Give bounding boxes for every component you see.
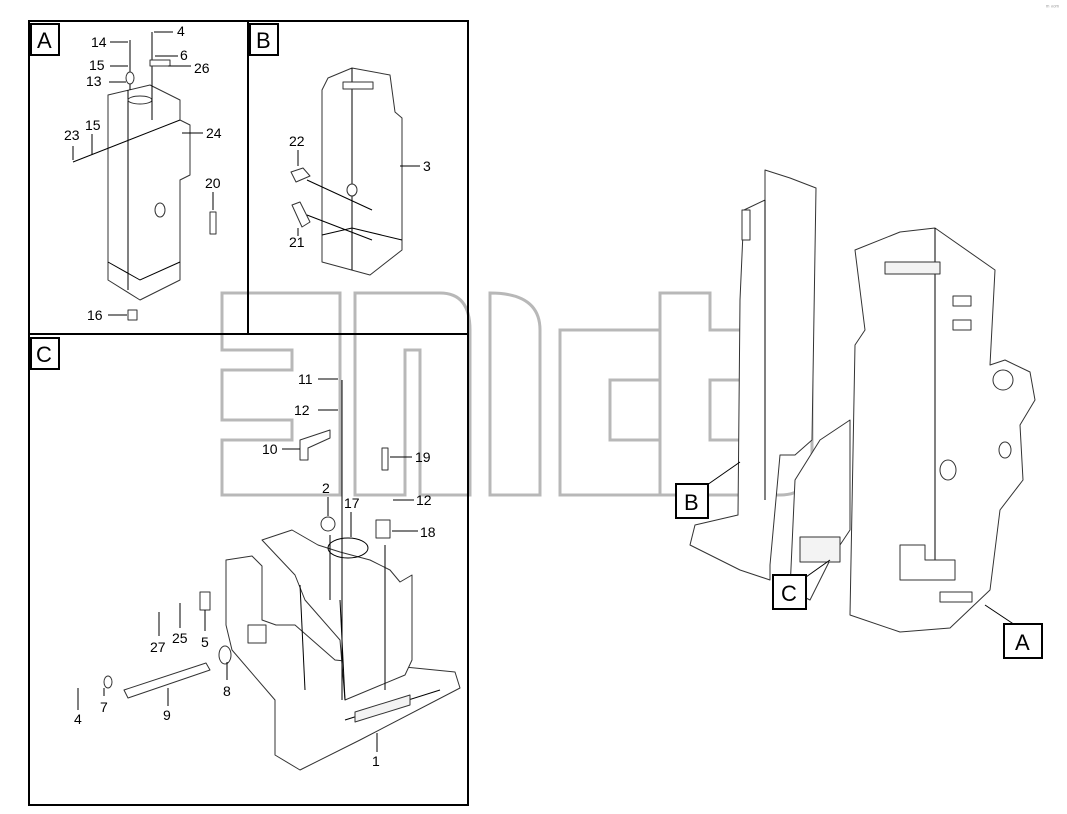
panel-label-B: B [249,23,279,56]
callout-C: C [772,559,831,610]
svg-text:B: B [684,490,699,515]
panel-b-drawing [290,67,403,276]
part-label: 24 [206,125,222,141]
part-label: 3 [423,158,431,174]
part-label: 12 [416,492,432,508]
watermark-logo [220,291,814,497]
panel-a-labels: 14 4 6 26 15 13 23 15 24 20 16 [64,23,222,323]
svg-text:A: A [1015,630,1030,655]
part-label: 8 [223,683,231,699]
part-label: 5 [201,634,209,650]
panel-c-labels: 11 12 10 19 2 17 12 18 27 25 5 4 7 9 8 1 [74,371,436,769]
part-label: 14 [91,34,107,50]
part-label: 6 [180,47,188,63]
main-assembly-drawing [689,169,1036,633]
part-label: 23 [64,127,80,143]
part-label: 11 [298,371,313,387]
part-label: 1 [372,753,380,769]
panel-label-A: A [30,23,60,56]
part-label: 27 [150,639,166,655]
svg-text:C: C [781,581,797,606]
inset-frames [28,20,469,806]
panel-b-labels: 22 3 21 [289,133,431,250]
part-label: 4 [74,711,82,727]
svg-text:C: C [36,342,52,367]
part-label: 26 [194,60,210,76]
panel-a-hardware [72,32,181,163]
part-label: 7 [100,699,108,715]
part-label: 4 [177,23,185,39]
callout-A: A [984,604,1043,659]
part-label: 17 [344,495,360,511]
part-label: 21 [289,234,305,250]
part-label: 9 [163,707,171,723]
part-label: 15 [85,117,101,133]
panel-label-C: C [30,337,60,370]
part-label: 15 [89,57,105,73]
part-label: 22 [289,133,305,149]
part-label: 25 [172,630,188,646]
svg-text:B: B [256,28,271,53]
part-label: 10 [262,441,278,457]
svg-text:A: A [37,28,52,53]
part-label: 13 [86,73,102,89]
part-label: 12 [294,402,310,418]
part-label: 2 [322,480,330,496]
part-label: 19 [415,449,431,465]
part-label: 16 [87,307,103,323]
panel-a-drawing [72,32,217,321]
part-label: 18 [420,524,436,540]
callout-B: B [675,461,741,519]
corner-mark: ᵐ ⁿᵒᵐ [1046,4,1060,11]
part-label: 20 [205,175,221,191]
panel-c-drawing [103,380,461,771]
